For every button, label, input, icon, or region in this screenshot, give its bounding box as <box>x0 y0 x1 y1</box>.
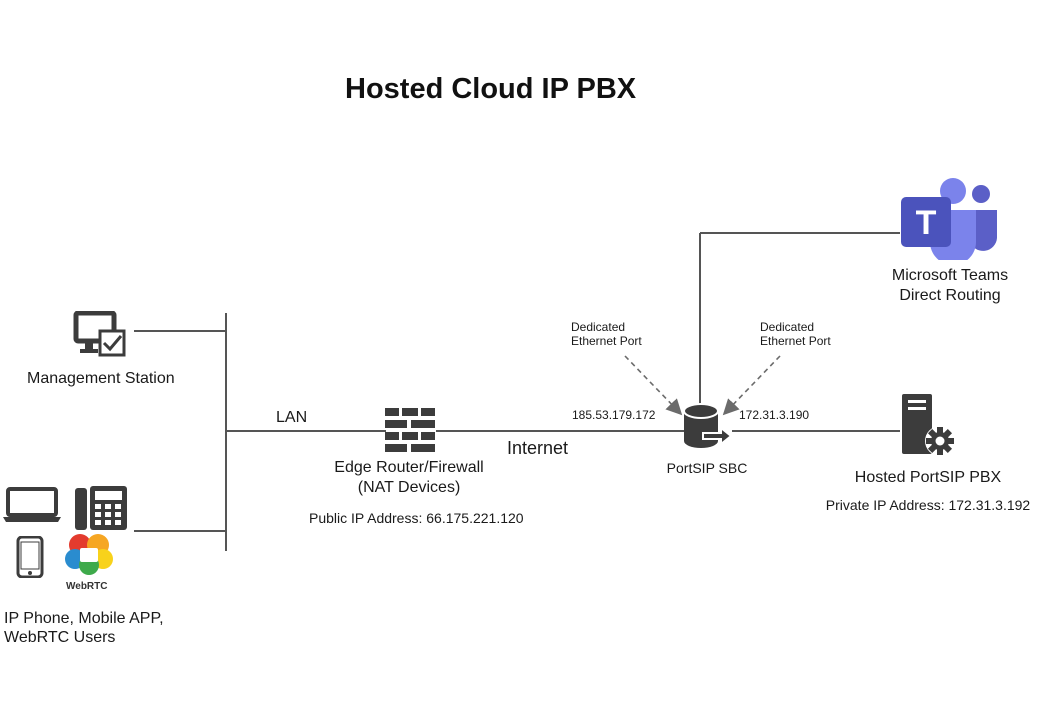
internet-label: Internet <box>507 438 569 458</box>
mobile-phone-icon <box>16 536 44 578</box>
edge-router-label-line1: Edge Router/Firewall <box>334 459 484 476</box>
microsoft-teams-label-line2: Direct Routing <box>899 287 1001 304</box>
desk-phone-icon <box>75 486 127 530</box>
firewall-icon <box>385 408 435 452</box>
teams-icon-letter: T <box>916 204 937 242</box>
edge-router-public-ip: Public IP Address: 66.175.221.120 <box>309 510 524 526</box>
dedicated-port-arrow-left <box>624 355 683 416</box>
microsoft-teams-icon: T <box>901 178 997 260</box>
lan-label: LAN <box>276 409 308 426</box>
dedicated-port-right-line1: Dedicated <box>760 320 815 334</box>
hosted-pbx-label: Hosted PortSIP PBX <box>854 469 1002 486</box>
monitor-check-icon <box>73 311 126 357</box>
laptop-icon <box>3 487 61 522</box>
management-station-label: Management Station <box>27 370 175 387</box>
server-gear-icon <box>902 394 955 456</box>
edge-router-label-line2: (NAT Devices) <box>357 479 461 496</box>
users-label-line2: WebRTC Users <box>4 629 116 646</box>
dedicated-port-left-line1: Dedicated <box>571 320 626 334</box>
webrtc-logo-icon <box>65 534 113 575</box>
sbc-private-ip-label: 172.31.3.190 <box>739 408 810 422</box>
microsoft-teams-label-line1: Microsoft Teams <box>891 267 1009 284</box>
dedicated-port-right-line2: Ethernet Port <box>760 334 831 348</box>
sbc-public-ip-label: 185.53.179.172 <box>572 408 656 422</box>
users-label-line1: IP Phone, Mobile APP, <box>4 610 164 627</box>
webrtc-logo-text: WebRTC <box>66 581 108 592</box>
hosted-pbx-private-ip: Private IP Address: 172.31.3.192 <box>825 497 1031 513</box>
page-title: Hosted Cloud IP PBX <box>345 73 637 105</box>
dedicated-port-arrow-right <box>722 355 781 416</box>
sbc-icon <box>683 403 733 448</box>
portsip-sbc-label: PortSIP SBC <box>666 460 748 476</box>
dedicated-port-left-line2: Ethernet Port <box>571 334 642 348</box>
